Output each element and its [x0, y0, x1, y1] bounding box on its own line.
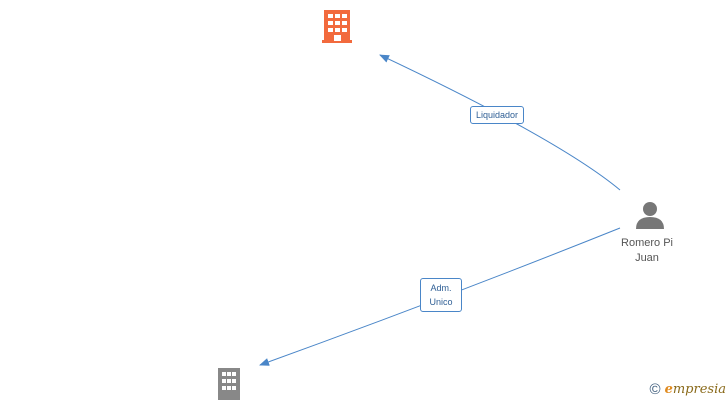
- edge-liquidador: [379, 54, 621, 191]
- person-name[interactable]: Romero Pi Juan: [607, 236, 687, 266]
- edge-label-liquidador[interactable]: Liquidador: [470, 106, 525, 124]
- copyright-icon: ©: [649, 381, 661, 398]
- brand-name: empresia: [664, 382, 726, 397]
- person-name-line1: Romero Pi: [621, 237, 673, 249]
- edge-label-text-line1: Adm.: [430, 283, 452, 293]
- brand-logo: © empresia: [650, 381, 726, 398]
- edge-label-text-line2: Unico: [429, 297, 453, 307]
- person-name-line2: Juan: [635, 252, 659, 264]
- building-icon[interactable]: [218, 368, 240, 400]
- edge-label-adm-unico[interactable]: Adm. Unico: [420, 278, 462, 312]
- person-icon[interactable]: [636, 202, 664, 229]
- edge-label-text: Liquidador: [476, 110, 519, 120]
- building-icon[interactable]: [322, 10, 352, 43]
